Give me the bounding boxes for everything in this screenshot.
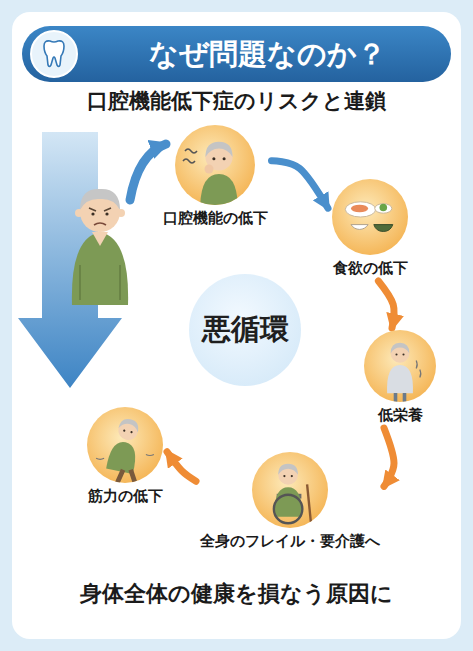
node-label: 食欲の低下 bbox=[333, 259, 408, 278]
illustration bbox=[87, 407, 163, 483]
node-label: 筋力の低下 bbox=[88, 487, 163, 506]
symptom-node: 全身のフレイル・要介護へ bbox=[196, 450, 384, 554]
caption: 身体全体の健康を損なう原因に bbox=[14, 580, 459, 609]
start-arrow bbox=[130, 144, 166, 200]
title: なぜ問題なのか？ bbox=[92, 32, 442, 76]
card bbox=[12, 12, 461, 639]
cycle-arrow bbox=[272, 161, 329, 208]
illustration bbox=[332, 179, 408, 255]
cycle-arrow bbox=[384, 428, 394, 486]
node-label: 低栄養 bbox=[378, 406, 423, 425]
symptom-node: 食欲の低下 bbox=[328, 177, 412, 281]
symptom-node: 筋力の低下 bbox=[83, 405, 167, 509]
illustration bbox=[364, 330, 436, 402]
illustration bbox=[252, 452, 328, 528]
center-label: 悪循環 bbox=[202, 310, 289, 350]
cycle-arrow bbox=[167, 452, 196, 481]
node-label: 口腔機能の低下 bbox=[163, 209, 268, 228]
illustration bbox=[175, 125, 255, 205]
symptom-node: 口腔機能の低下 bbox=[159, 123, 272, 231]
center-circle: 悪循環 bbox=[189, 274, 301, 386]
header-pill bbox=[22, 26, 451, 82]
tooth-icon bbox=[31, 31, 77, 77]
symptom-node: 低栄養 bbox=[360, 328, 440, 428]
cycle-arrow bbox=[378, 281, 394, 328]
elderly-man bbox=[72, 189, 128, 305]
subtitle: 口腔機能低下症のリスクと連鎖 bbox=[14, 88, 459, 115]
node-label: 全身のフレイル・要介護へ bbox=[200, 532, 380, 551]
